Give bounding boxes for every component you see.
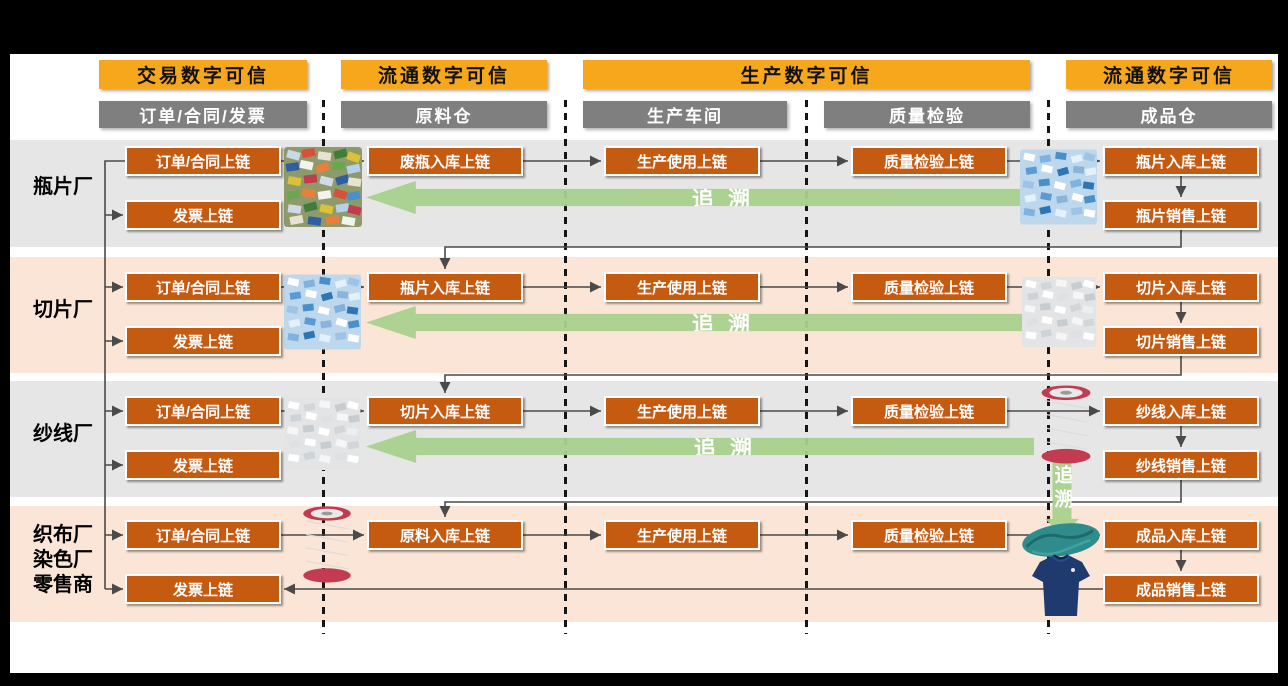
invoice-onchain-box: 发票上链 bbox=[125, 200, 281, 230]
stage-header-production-workshop: 生产车间 bbox=[583, 101, 787, 128]
white-pet-chips-image bbox=[284, 398, 361, 470]
production-use-onchain-box: 生产使用上链 bbox=[604, 520, 760, 550]
plastic-bottle-bale-image bbox=[284, 147, 362, 227]
invoice-onchain-box: 发票上链 bbox=[125, 450, 281, 480]
column-divider-dashed-2 bbox=[564, 100, 567, 634]
invoice-onchain-box: 发票上链 bbox=[125, 574, 281, 604]
order-contract-onchain-box: 订单/合同上链 bbox=[125, 396, 281, 426]
phase-header-circulation-2: 流通数字可信 bbox=[1066, 60, 1272, 89]
bottle-flake-stockin-onchain-box: 瓶片入库上链 bbox=[1103, 146, 1259, 176]
chip-stockin-onchain-box: 切片入库上链 bbox=[1103, 272, 1259, 302]
stage-header-finished-goods-warehouse: 成品仓 bbox=[1066, 101, 1272, 128]
stage-header-quality-inspection: 质量检验 bbox=[824, 101, 1030, 128]
production-use-onchain-box: 生产使用上链 bbox=[604, 272, 760, 302]
phase-header-production: 生产数字可信 bbox=[583, 60, 1030, 89]
quality-inspection-onchain-box: 质量检验上链 bbox=[851, 396, 1007, 426]
raw-material-inbound-onchain-box: 原料入库上链 bbox=[367, 520, 523, 550]
chip-inbound-onchain-box: 切片入库上链 bbox=[367, 396, 523, 426]
bottle-flake-sales-onchain-box: 瓶片销售上链 bbox=[1103, 200, 1259, 230]
column-divider-dashed-1 bbox=[322, 100, 325, 634]
finished-goods-stockin-onchain-box: 成品入库上链 bbox=[1103, 520, 1259, 550]
blue-pet-flakes-image bbox=[1020, 149, 1097, 225]
phase-header-transaction: 交易数字可信 bbox=[99, 60, 307, 89]
yarn-spool-image bbox=[300, 504, 354, 584]
quality-inspection-onchain-box: 质量检验上链 bbox=[851, 520, 1007, 550]
stage-header-order-contract-invoice: 订单/合同/发票 bbox=[99, 101, 307, 128]
stage-header-raw-material-warehouse: 原料仓 bbox=[341, 101, 547, 128]
order-contract-onchain-box: 订单/合同上链 bbox=[125, 272, 281, 302]
order-contract-onchain-box: 订单/合同上链 bbox=[125, 146, 281, 176]
finished-goods-sales-onchain-box: 成品销售上链 bbox=[1103, 574, 1259, 604]
quality-inspection-onchain-box: 质量检验上链 bbox=[851, 146, 1007, 176]
waste-bottle-inbound-onchain-box: 废瓶入库上链 bbox=[367, 146, 523, 176]
chip-sales-onchain-box: 切片销售上链 bbox=[1103, 326, 1259, 356]
quality-inspection-onchain-box: 质量检验上链 bbox=[851, 272, 1007, 302]
row-label-chip-factory: 切片厂 bbox=[33, 299, 93, 321]
yarn-sales-onchain-box: 纱线销售上链 bbox=[1103, 450, 1259, 480]
bottle-flake-inbound-onchain-box: 瓶片入库上链 bbox=[367, 272, 523, 302]
row-label-yarn-factory: 纱线厂 bbox=[33, 423, 93, 445]
invoice-onchain-box: 发票上链 bbox=[125, 326, 281, 356]
production-use-onchain-box: 生产使用上链 bbox=[604, 396, 760, 426]
row-label-bottle-flake-factory: 瓶片厂 bbox=[33, 176, 93, 198]
yarn-spool-image bbox=[1038, 383, 1094, 465]
blue-pet-flakes-image bbox=[284, 274, 361, 350]
column-divider-dashed-3 bbox=[805, 100, 808, 634]
production-use-onchain-box: 生产使用上链 bbox=[604, 146, 760, 176]
phase-header-circulation-1: 流通数字可信 bbox=[341, 60, 547, 89]
white-pet-chips-image bbox=[1022, 276, 1096, 348]
fabric-and-tshirt-image bbox=[1016, 518, 1106, 620]
order-contract-onchain-box: 订单/合同上链 bbox=[125, 520, 281, 550]
yarn-stockin-onchain-box: 纱线入库上链 bbox=[1103, 396, 1259, 426]
row-label-weaving-dyeing-retail: 织布厂 染色厂 零售商 bbox=[33, 524, 93, 596]
